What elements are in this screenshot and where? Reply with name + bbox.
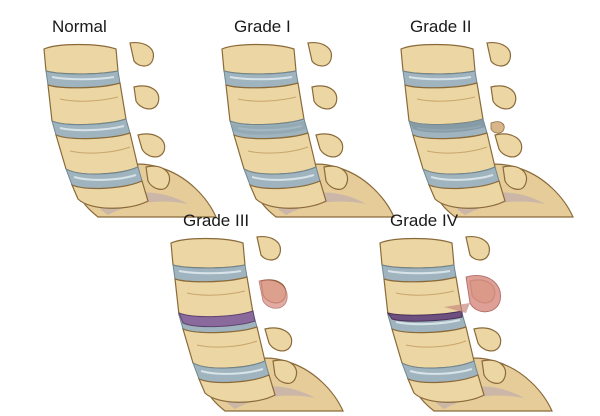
spine-illustration-grade-4 — [379, 235, 553, 412]
panel-grade-3: Grade III — [165, 211, 345, 412]
inflamed-tissue — [258, 279, 288, 309]
panel-grade-1: Grade I — [216, 17, 396, 218]
collapsed-disc — [386, 310, 463, 322]
degenerating-disc — [409, 119, 485, 133]
narrowed-disc — [230, 121, 306, 135]
spine-illustration-grade-2 — [400, 41, 574, 218]
spine-illustration-grade-1 — [221, 41, 395, 218]
panel-label: Grade IV — [390, 211, 459, 230]
panel-grade-2: Grade II — [395, 17, 575, 218]
inflamed-tissue — [465, 275, 501, 313]
panel-grade-4: Grade IV — [374, 211, 554, 412]
panel-label: Grade I — [234, 17, 291, 36]
spine-illustration-grade-3 — [170, 235, 344, 412]
panel-normal: Normal — [38, 17, 218, 218]
panel-label: Grade III — [183, 211, 250, 230]
inflamed-disc — [178, 310, 256, 328]
panel-label: Normal — [52, 17, 107, 36]
panel-label: Grade II — [410, 17, 472, 36]
spine-illustration-normal — [43, 41, 217, 218]
